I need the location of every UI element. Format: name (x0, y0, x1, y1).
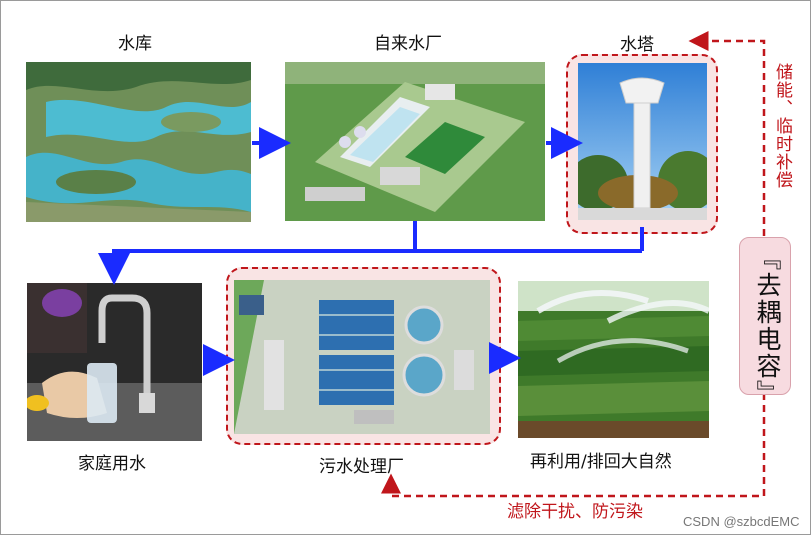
decoupling-capacitor-label: 『去耦电容』 (749, 245, 785, 407)
storage-compensation-text: 储能、临时补偿 (771, 63, 793, 189)
dashed-loop-bottom (391, 393, 764, 496)
watermark: CSDN @szbcdEMC (683, 514, 800, 529)
dashed-loop-top (696, 41, 764, 236)
filter-pollution-text: 滤除干扰、防污染 (507, 501, 643, 523)
